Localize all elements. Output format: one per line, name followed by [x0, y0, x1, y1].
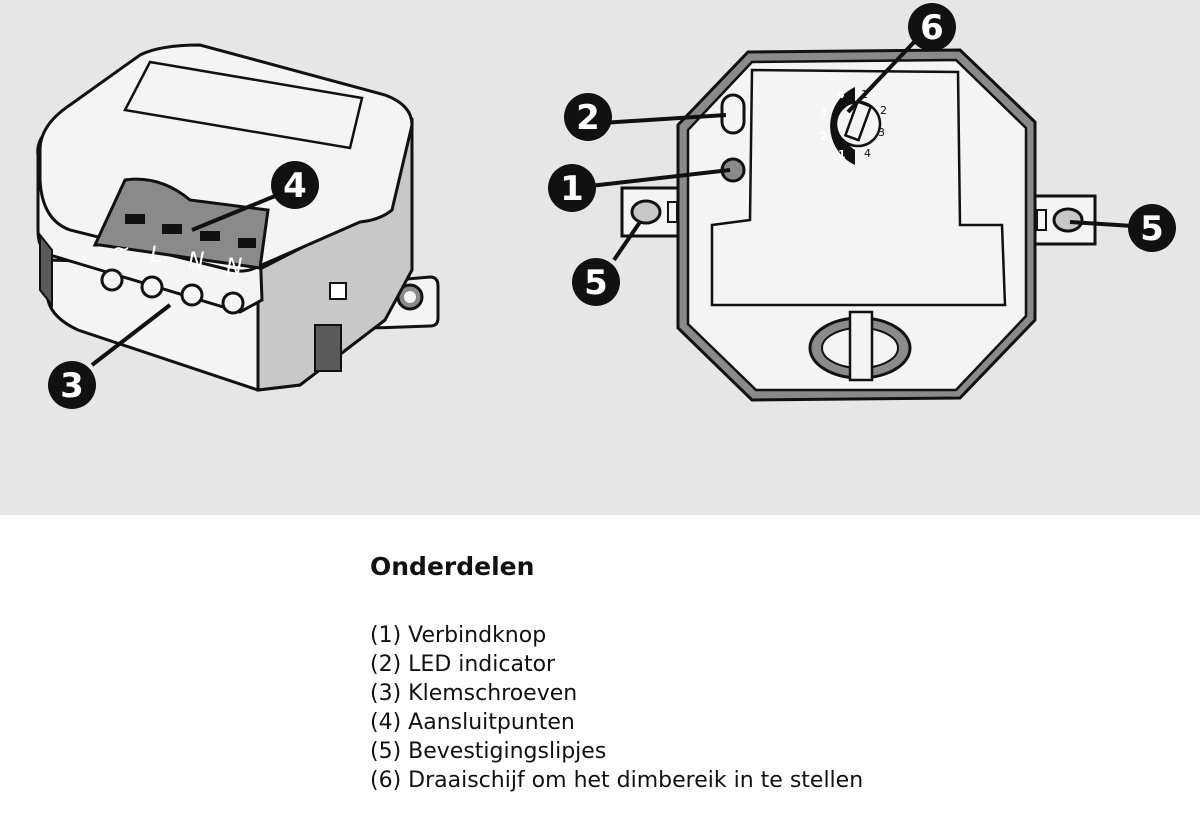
dial-outer-number: 2 — [820, 130, 828, 143]
terminal-screw — [180, 283, 204, 307]
callout-badge-1: 1 — [548, 164, 596, 212]
svg-text:3: 3 — [60, 366, 84, 406]
terminal-block — [92, 177, 270, 270]
callout-badge-3: 3 — [48, 361, 96, 409]
svg-text:4: 4 — [283, 166, 307, 206]
callout-badge-2: 2 — [564, 93, 612, 141]
diagram-panel: ~ L N N 4 — [0, 0, 1200, 515]
terminal-label-1: ~ — [112, 237, 130, 262]
callout-badge-5-right: 5 — [1128, 204, 1176, 252]
dial-outer-number: 1 — [838, 148, 846, 161]
dial-inner-number: 2 — [880, 104, 887, 117]
legend-item: (3) Klemschroeven — [370, 681, 578, 706]
terminal-label-2: L — [150, 243, 162, 268]
svg-text:6: 6 — [920, 8, 944, 48]
svg-text:5: 5 — [584, 263, 608, 303]
legend-item: (1) Verbindknop — [370, 623, 547, 648]
terminal-label-3: N — [188, 249, 204, 274]
dial-inner-number: 3 — [878, 126, 885, 139]
device-diagram: ~ L N N 4 — [36, 3, 1176, 409]
terminal-screw — [221, 291, 245, 315]
legend-list: (1) Verbindknop (2) LED indicator (3) Kl… — [370, 621, 1070, 795]
svg-text:5: 5 — [1140, 209, 1164, 249]
terminal-screw — [100, 268, 124, 292]
dial-outer-number: 4 — [837, 88, 845, 101]
callout-badge-4: 4 — [271, 161, 319, 209]
legend-title: Onderdelen — [370, 552, 535, 581]
top-label-area — [123, 60, 364, 150]
legend-item: (2) LED indicator — [370, 652, 556, 677]
legend-item: (4) Aansluitpunten — [370, 710, 575, 735]
terminal-label-4: N — [226, 255, 242, 280]
inner-panel — [710, 68, 1007, 307]
svg-text:2: 2 — [576, 98, 600, 138]
dimmer-module-front: 4 3 2 1 1 2 3 4 — [620, 48, 1097, 402]
legend-item: (5) Bevestigingslipjes — [370, 739, 607, 764]
legend-item: (6) Draaischijf om het dimbereik in te s… — [370, 768, 864, 793]
callout-badge-6: 6 — [908, 3, 956, 51]
leader-lines — [90, 38, 1134, 367]
callout-badge-5-left: 5 — [572, 258, 620, 306]
parts-legend: Onderdelen (1) Verbindknop (2) LED indic… — [370, 552, 1070, 795]
range-dial: 4 3 2 1 1 2 3 4 — [820, 87, 887, 165]
body-slot — [314, 324, 342, 372]
dial-outer-number: 3 — [820, 106, 828, 119]
dimmer-module-perspective: ~ L N N — [36, 43, 440, 392]
dial-inner-number: 4 — [864, 147, 871, 160]
terminal-screw — [140, 275, 164, 299]
svg-text:1: 1 — [560, 169, 584, 209]
